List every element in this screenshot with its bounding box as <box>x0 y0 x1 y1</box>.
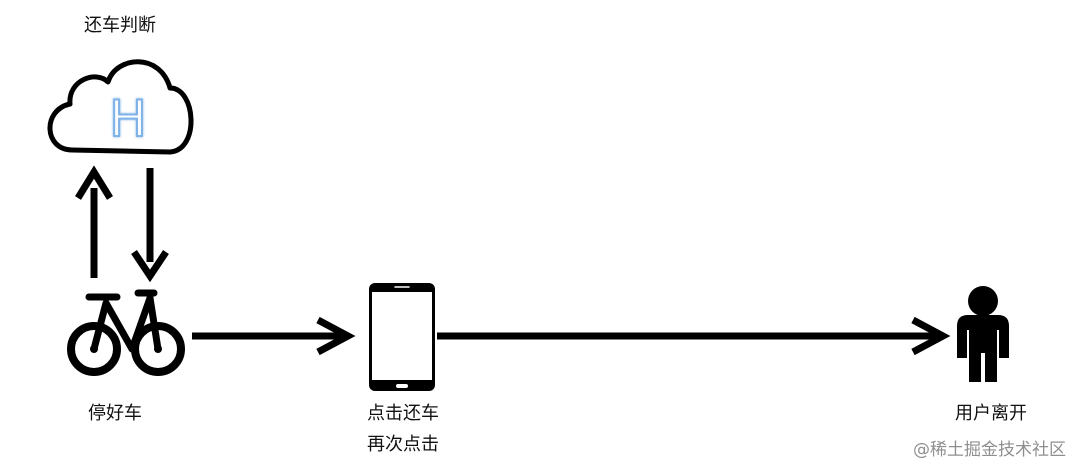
arrow-cloud-to-bike <box>131 168 169 283</box>
phone-label-line2: 再次点击 <box>367 434 439 455</box>
person-icon <box>957 286 1009 382</box>
cloud-icon: H <box>47 59 194 155</box>
cloud-label: 还车判断 <box>84 15 156 36</box>
smartphone-icon <box>369 283 435 391</box>
phone-label-line1: 点击还车 <box>367 403 439 424</box>
cloud-h-glyph: H <box>109 90 147 148</box>
arrow-phone-to-user <box>437 316 951 356</box>
user-label: 用户离开 <box>955 403 1027 424</box>
bicycle-icon <box>67 289 185 376</box>
watermark: @稀土掘金技术社区 <box>913 440 1066 460</box>
arrow-bike-to-cloud <box>75 165 113 278</box>
bike-label: 停好车 <box>88 403 142 424</box>
arrow-bike-to-phone <box>192 316 356 356</box>
